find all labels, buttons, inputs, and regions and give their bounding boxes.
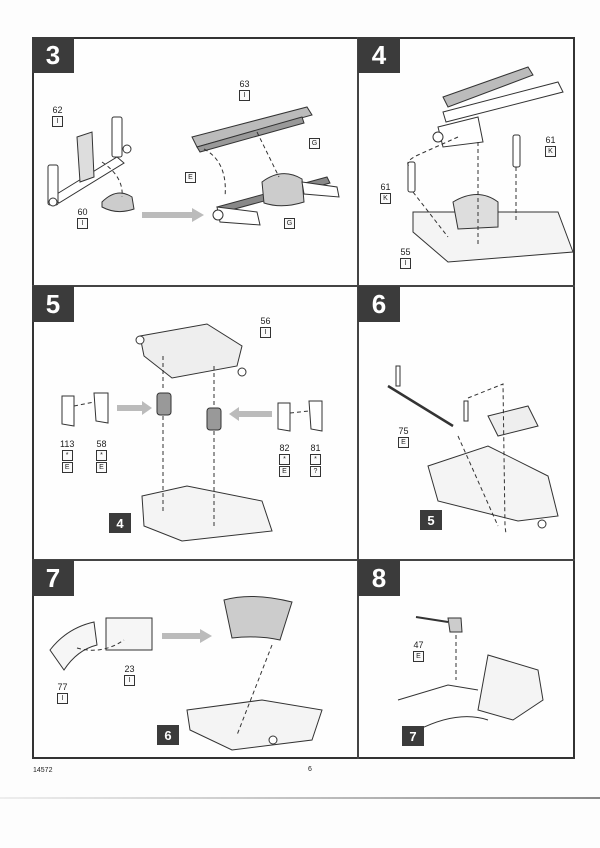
step-4-illustration — [407, 66, 574, 263]
previous-step-ref: 5 — [420, 510, 442, 530]
step-3-illustration — [47, 106, 340, 226]
part-callout: 58*E — [96, 439, 107, 473]
page-number: 6 — [308, 766, 312, 773]
part-callout: 81*? — [310, 443, 321, 477]
step-number: 3 — [32, 37, 74, 73]
row-divider-1 — [32, 285, 575, 287]
kit-number: 14572 — [33, 767, 53, 774]
step-number: 7 — [32, 560, 74, 596]
part-callout: G — [309, 137, 320, 149]
step-number: 4 — [358, 37, 400, 73]
step-5-illustration — [61, 323, 323, 542]
step-number: 5 — [32, 286, 74, 322]
row-divider-2 — [32, 559, 575, 561]
part-callout: E — [185, 171, 196, 183]
step-7-illustration — [49, 595, 323, 751]
column-divider — [357, 37, 359, 759]
part-callout: 113*E — [60, 439, 75, 473]
previous-step-ref: 4 — [109, 513, 131, 533]
step-number: 6 — [358, 286, 400, 322]
step-8-illustration — [397, 616, 544, 731]
step-number: 8 — [358, 560, 400, 596]
step-6-illustration — [387, 365, 559, 535]
previous-step-ref: 6 — [157, 725, 179, 745]
previous-step-ref: 7 — [402, 726, 424, 746]
part-callout: 82*E — [279, 443, 290, 477]
part-callout: G — [284, 217, 295, 229]
page-crease — [0, 797, 600, 799]
